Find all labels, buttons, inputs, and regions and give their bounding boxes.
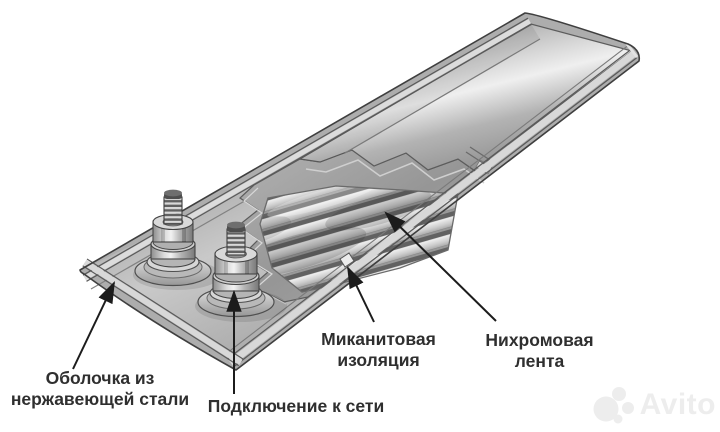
sheath-cut-edge: [240, 187, 287, 305]
label-sheath-line1: Оболочка из: [45, 368, 155, 388]
arrow-sheath: [72, 281, 115, 370]
label-nichrome-line1: Нихромовая: [485, 330, 594, 350]
watermark: Avito: [585, 382, 716, 428]
cover-panel-step: [344, 38, 541, 154]
label-sheath: Оболочка из нержавеющей стали: [5, 368, 195, 411]
micanite-cut-edge: [305, 159, 485, 184]
label-micanite-line1: Миканитовая: [321, 329, 436, 349]
cover-margin-shade: [300, 24, 540, 162]
label-nichrome: Нихромовая лента: [482, 330, 597, 373]
label-micanite-line2: изоляция: [337, 350, 420, 371]
label-sheath-line2: нержавеющей стали: [10, 389, 190, 410]
micanite-rim-notch: [339, 252, 355, 268]
heater-outline: [79, 12, 641, 371]
label-connection: Подключение к сети: [196, 396, 396, 417]
leader-arrows: [72, 211, 497, 394]
terminal-bolt-rear: [133, 189, 221, 290]
arrow-nichrome: [384, 211, 497, 322]
avito-circles-icon: [593, 387, 634, 424]
label-nichrome-line2: лента: [514, 351, 565, 372]
arrow-micanite: [347, 266, 375, 323]
label-micanite: Миканитовая изоляция: [316, 329, 441, 372]
label-connection-line1: Подключение к сети: [207, 396, 385, 416]
watermark-text: Avito: [639, 388, 716, 421]
